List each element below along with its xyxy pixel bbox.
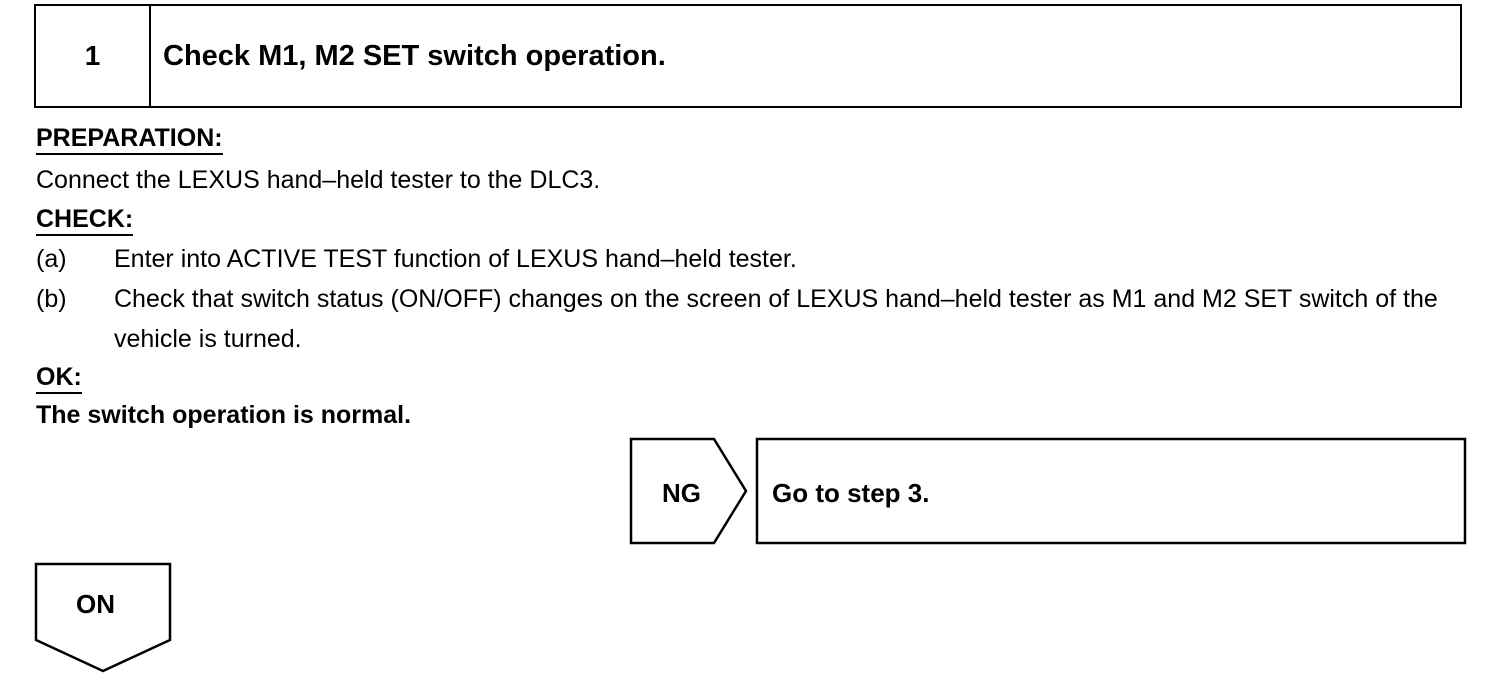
- ok-heading: OK:: [36, 362, 82, 394]
- ng-arrow-shape: [629, 437, 748, 545]
- check-item-label: (a): [36, 245, 67, 273]
- check-item-text: Enter into ACTIVE TEST function of LEXUS…: [114, 245, 797, 273]
- check-item-label: (b): [36, 285, 67, 313]
- ng-label: NG: [662, 478, 701, 508]
- ok-result-text: The switch operation is normal.: [36, 401, 412, 429]
- ok-branch-label: ON: [76, 589, 115, 619]
- preparation-text: Connect the LEXUS hand–held tester to th…: [36, 166, 601, 194]
- ok-branch-diagram: [34, 562, 172, 673]
- down-arrow-shape: [34, 562, 172, 673]
- check-item-text: Check that switch status (ON/OFF) change…: [114, 285, 1438, 353]
- step-header: 1 Check M1, M2 SET switch operation.: [34, 4, 1462, 108]
- check-item-a: (a) Enter into ACTIVE TEST function of L…: [36, 239, 1476, 279]
- preparation-heading: PREPARATION:: [36, 123, 223, 155]
- ng-branch-diagram: [629, 437, 1467, 545]
- step-number: 1: [36, 6, 151, 106]
- check-heading: CHECK:: [36, 204, 134, 236]
- ng-action-text: Go to step 3.: [772, 478, 930, 508]
- check-item-b: (b) Check that switch status (ON/OFF) ch…: [36, 279, 1476, 359]
- step-title: Check M1, M2 SET switch operation.: [163, 39, 666, 72]
- ng-action-box: [755, 437, 1467, 545]
